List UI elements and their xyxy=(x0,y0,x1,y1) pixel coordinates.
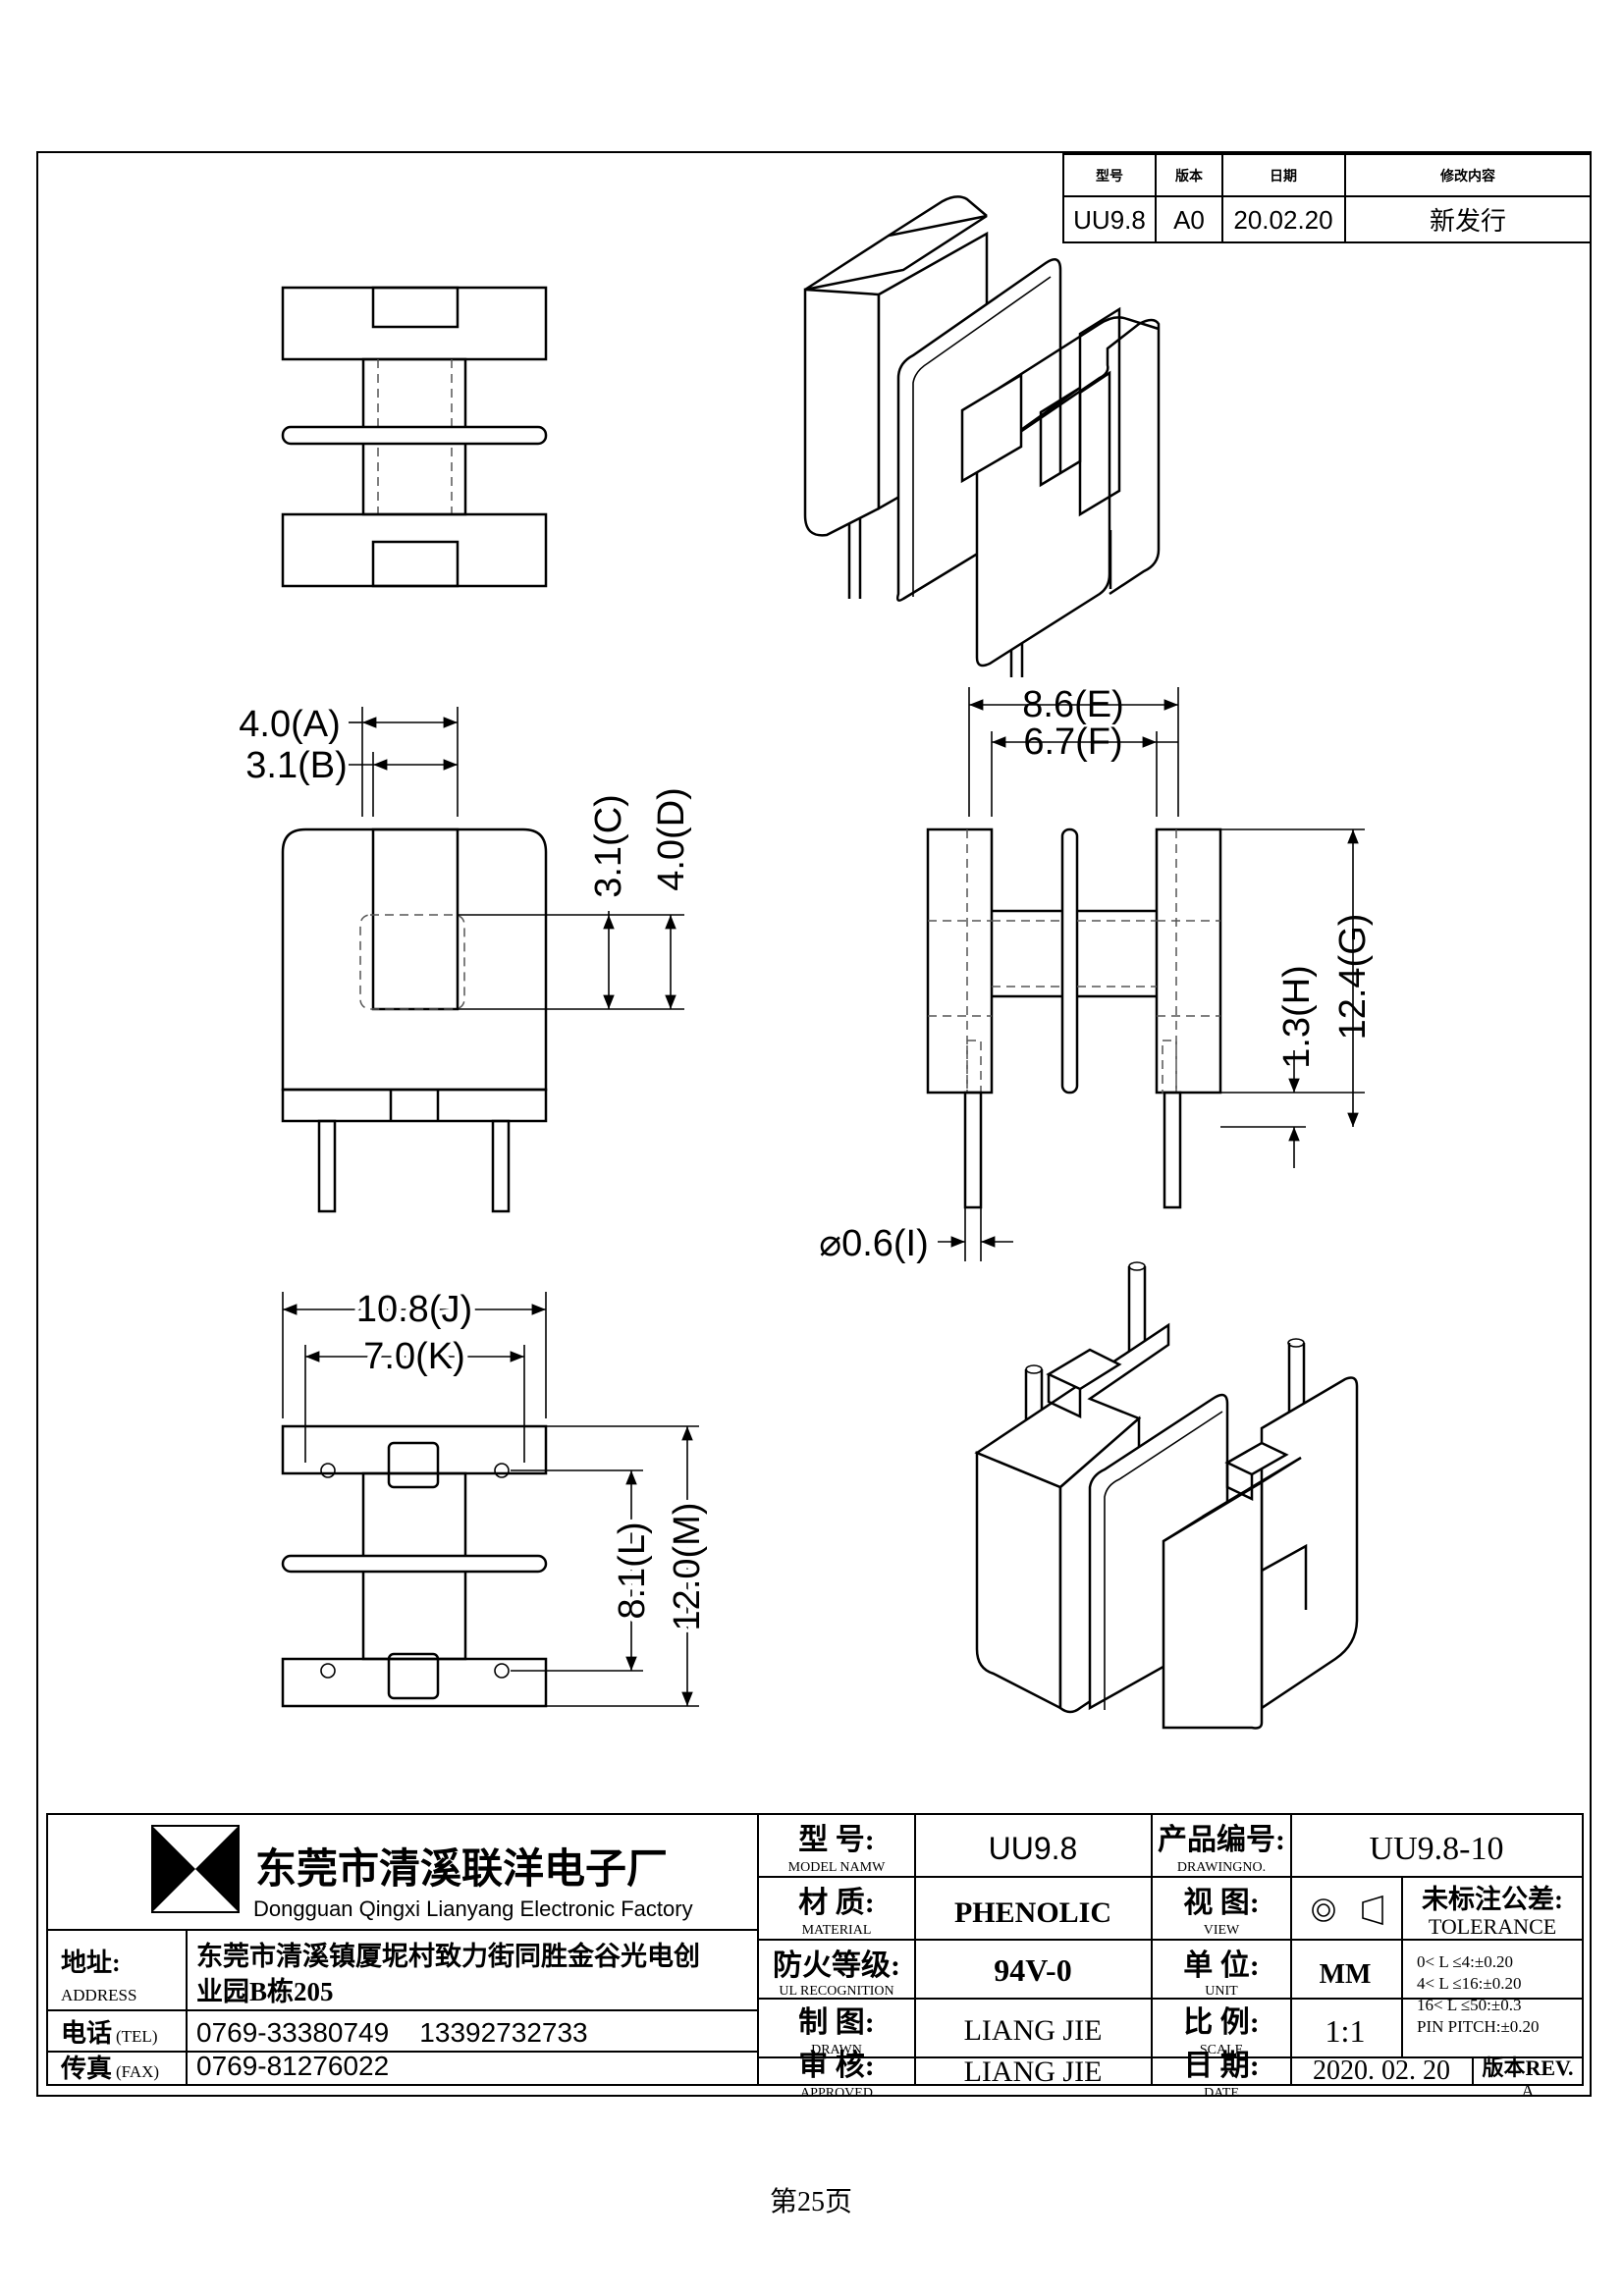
dim-i-label: ⌀0.6(I) xyxy=(819,1223,929,1264)
unit-label-en: UNIT xyxy=(1205,1984,1238,1999)
unit-value: MM xyxy=(1320,1959,1372,1990)
address-label-en: ADDRESS xyxy=(61,1986,136,2004)
tolerance-line: PIN PITCH:±0.20 xyxy=(1417,2017,1540,2036)
address-line-1: 东莞市清溪镇厦坭村致力街同胜金谷光电创 xyxy=(196,1941,700,1971)
rev-header-date: 日期 xyxy=(1270,168,1297,184)
dim-a-label: 4.0(A) xyxy=(239,704,340,745)
date-value: 2020. 02. 20 xyxy=(1313,2056,1450,2086)
dim-group-front: 4.0(A) 3.1(B) 3.1(C) 4.0(D) xyxy=(239,704,692,1010)
material-label-en: MATERIAL xyxy=(802,1923,872,1938)
dim-m-label: 12.0(M) xyxy=(667,1503,708,1631)
projection-symbol-icon xyxy=(1312,1895,1383,1926)
fax-label-en: (FAX) xyxy=(116,2062,159,2081)
model-label-en: MODEL NAMW xyxy=(788,1860,886,1875)
dim-f-label: 6.7(F) xyxy=(1023,721,1122,763)
bottom-view xyxy=(281,1424,548,1708)
drawing-no-label-en: DRAWINGNO. xyxy=(1177,1860,1266,1875)
material-value: PHENOLIC xyxy=(954,1896,1111,1929)
tel-label-cn: 电话 xyxy=(61,2019,112,2048)
fax-value: 0769-81276022 xyxy=(196,2051,389,2081)
company-logo xyxy=(151,1825,240,1913)
tel-label-en: (TEL) xyxy=(116,2027,157,2046)
fax-label-cn: 传真 xyxy=(60,2055,112,2083)
approved-label-cn: 审 核: xyxy=(798,2049,875,2082)
drawn-label-cn: 制 图: xyxy=(798,2006,875,2039)
revision-table: 型号 版本 日期 修改内容 UU9.8 A0 20.02.20 新发行 xyxy=(1062,153,1592,243)
date-label-cn: 日 期: xyxy=(1183,2050,1260,2082)
model-value: UU9.8 xyxy=(989,1831,1078,1866)
tolerance-line: 16< L ≤50:±0.3 xyxy=(1417,1996,1521,2014)
dim-group-side: 8.6(E) 6.7(F) 1.3(H) 12.4(G) ⌀0.6(I) xyxy=(819,684,1374,1264)
dim-group-bottom: 10.8(J) 7.0(K) 8.1(L) 12.0(M) xyxy=(282,1284,713,1707)
dim-k-label: 7.0(K) xyxy=(363,1336,464,1377)
rev-header-change: 修改内容 xyxy=(1439,168,1495,184)
page-number: 第25页 xyxy=(770,2186,852,2217)
model-label-cn: 型 号: xyxy=(798,1824,875,1856)
material-label-cn: 材 质: xyxy=(798,1887,875,1919)
scale-label-en: SCALE xyxy=(1200,2043,1243,2057)
iso-view-top xyxy=(803,195,1161,677)
tolerance-line: 4< L ≤16:±0.20 xyxy=(1417,1974,1521,1993)
title-block: 东莞市清溪联洋电子厂 Dongguan Qingxi Lianyang Elec… xyxy=(46,1813,1584,2101)
dim-e-label: 8.6(E) xyxy=(1022,684,1123,725)
dim-j-label: 10.8(J) xyxy=(356,1289,472,1330)
rev-header-model: 型号 xyxy=(1096,168,1123,184)
rev-label: 版本REV. xyxy=(1482,2056,1573,2080)
dim-d-label: 4.0(D) xyxy=(651,787,692,891)
dim-h-label: 1.3(H) xyxy=(1276,965,1318,1069)
rev-header-version: 版本 xyxy=(1175,168,1204,184)
tel-value: 0769-33380749 13392732733 xyxy=(196,2017,588,2048)
scale-value: 1:1 xyxy=(1325,2013,1366,2049)
dim-g-label: 12.4(G) xyxy=(1332,914,1374,1041)
dim-b-label: 3.1(B) xyxy=(245,745,347,786)
approved-value: LIANG JIE xyxy=(964,2056,1103,2088)
iso-view-bottom xyxy=(974,1261,1359,1730)
view-label-en: VIEW xyxy=(1204,1923,1240,1938)
unit-label-cn: 单 位: xyxy=(1183,1949,1260,1982)
address-line-2: 业园B栋205 xyxy=(196,1976,334,2006)
ul-label-en: UL RECOGNITION xyxy=(779,1984,893,1999)
company-name-en: Dongguan Qingxi Lianyang Electronic Fact… xyxy=(253,1896,693,1921)
dim-l-label: 8.1(L) xyxy=(612,1522,653,1619)
top-view xyxy=(281,286,548,588)
view-label-cn: 视 图: xyxy=(1183,1887,1260,1919)
company-name-cn: 东莞市清溪联洋电子厂 xyxy=(255,1846,668,1893)
ul-label-cn: 防火等级: xyxy=(773,1949,900,1982)
rev-change: 新发行 xyxy=(1430,207,1506,236)
rev-date: 20.02.20 xyxy=(1233,205,1332,235)
date-label-en: DATE xyxy=(1204,2086,1239,2101)
side-view xyxy=(926,828,1222,1209)
tolerance-line: 0< L ≤4:±0.20 xyxy=(1417,1952,1513,1971)
drawing-no-value: UU9.8-10 xyxy=(1370,1831,1504,1867)
rev-value: A xyxy=(1522,2081,1535,2101)
tolerance-title-cn: 未标注公差: xyxy=(1422,1884,1563,1914)
drawn-label-en: DRAWN xyxy=(811,2043,862,2057)
rev-model: UU9.8 xyxy=(1073,205,1146,235)
drawing-no-label-cn: 产品编号: xyxy=(1158,1823,1285,1856)
rev-version: A0 xyxy=(1173,205,1205,235)
drawn-value: LIANG JIE xyxy=(964,2014,1103,2047)
address-label-cn: 地址: xyxy=(61,1949,121,1977)
scale-label-cn: 比 例: xyxy=(1183,2006,1260,2039)
front-view xyxy=(281,828,548,1213)
ul-value: 94V-0 xyxy=(994,1952,1071,1988)
outer-frame xyxy=(36,151,1592,2097)
dim-c-label: 3.1(C) xyxy=(588,794,629,898)
tolerance-title-en: TOLERANCE xyxy=(1429,1914,1556,1939)
approved-label-en: APPROVED xyxy=(800,2086,873,2101)
